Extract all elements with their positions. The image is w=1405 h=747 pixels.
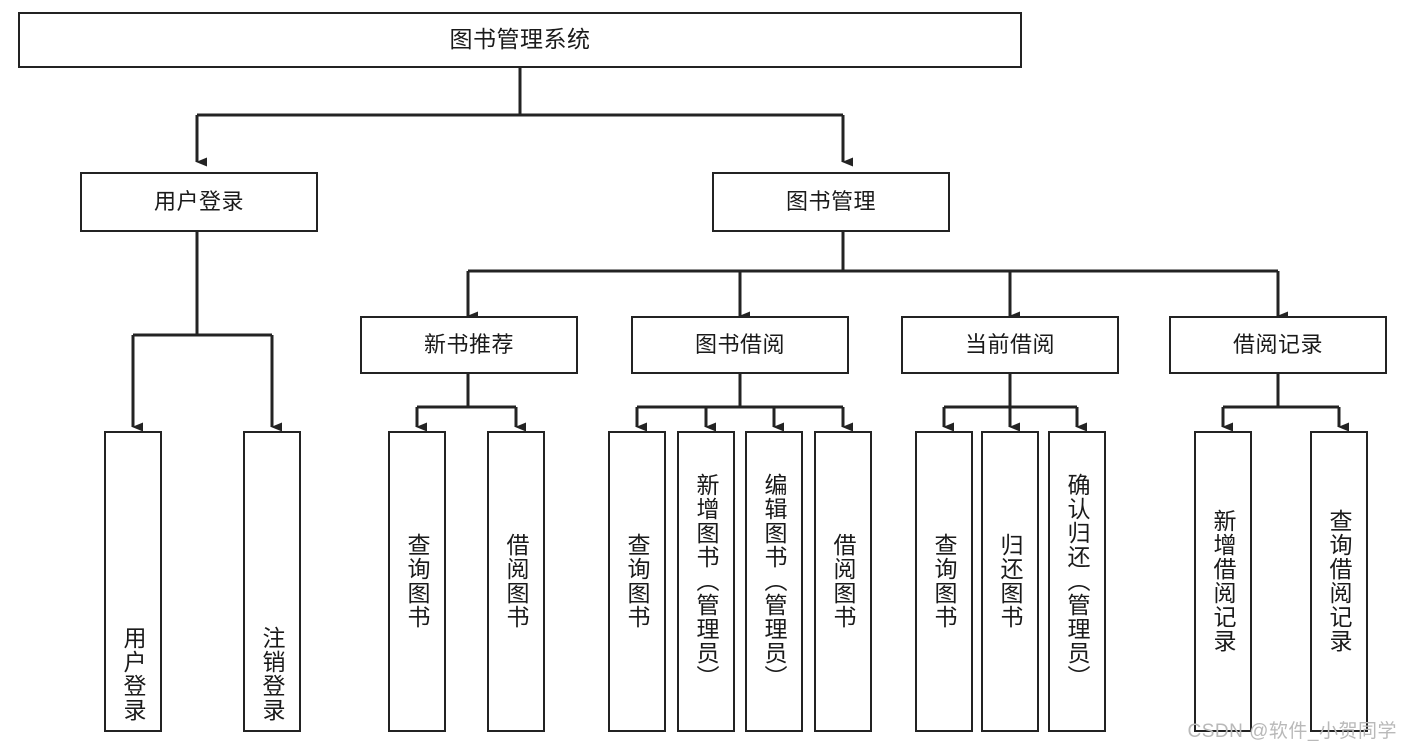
node-label: 图书管理 <box>785 188 876 214</box>
leaf-user-login-logout[interactable]: 注销登录 <box>243 431 301 732</box>
leaf-book-borrow-borrow[interactable]: 借阅图书 <box>814 431 872 732</box>
node-label: 新书推荐 <box>423 331 514 357</box>
node-label: 确认归还（管理员） <box>1064 472 1091 689</box>
node-label: 借阅图书 <box>830 532 857 629</box>
node-label: 图书借阅 <box>694 331 785 357</box>
leaf-book-borrow-add[interactable]: 新增图书（管理员） <box>677 431 735 732</box>
node-label: 编辑图书（管理员） <box>761 472 788 689</box>
leaf-new-book-borrow[interactable]: 借阅图书 <box>487 431 545 732</box>
node-label: 查询图书 <box>624 532 651 629</box>
leaf-borrow-record-add[interactable]: 新增借阅记录 <box>1194 431 1252 732</box>
node-label: 归还图书 <box>997 532 1024 629</box>
leaf-new-book-query[interactable]: 查询图书 <box>388 431 446 732</box>
node-current-borrow[interactable]: 当前借阅 <box>901 316 1119 374</box>
node-label: 用户登录 <box>153 188 244 214</box>
node-label: 查询借阅记录 <box>1326 508 1353 653</box>
leaf-book-borrow-edit[interactable]: 编辑图书（管理员） <box>745 431 803 732</box>
node-label: 新增图书（管理员） <box>693 472 720 689</box>
node-label: 查询图书 <box>931 532 958 629</box>
leaf-current-borrow-query[interactable]: 查询图书 <box>915 431 973 732</box>
node-label: 用户登录 <box>120 626 147 722</box>
node-label: 注销登录 <box>259 626 286 722</box>
node-user-login[interactable]: 用户登录 <box>80 172 318 232</box>
node-label: 图书管理系统 <box>449 26 591 53</box>
leaf-current-borrow-return[interactable]: 归还图书 <box>981 431 1039 732</box>
node-book-management[interactable]: 图书管理 <box>712 172 950 232</box>
leaf-user-login-login[interactable]: 用户登录 <box>104 431 162 732</box>
node-borrow-record[interactable]: 借阅记录 <box>1169 316 1387 374</box>
node-new-book-recommend[interactable]: 新书推荐 <box>360 316 578 374</box>
node-label: 查询图书 <box>404 532 431 629</box>
node-label: 当前借阅 <box>964 331 1055 357</box>
leaf-current-borrow-confirm-return[interactable]: 确认归还（管理员） <box>1048 431 1106 732</box>
leaf-book-borrow-query[interactable]: 查询图书 <box>608 431 666 732</box>
watermark-text: CSDN @软件_小贺同学 <box>1187 721 1397 742</box>
node-book-borrow[interactable]: 图书借阅 <box>631 316 849 374</box>
node-label: 新增借阅记录 <box>1210 508 1237 653</box>
leaf-borrow-record-query[interactable]: 查询借阅记录 <box>1310 431 1368 732</box>
node-root-system[interactable]: 图书管理系统 <box>18 12 1022 68</box>
node-label: 借阅记录 <box>1232 331 1323 357</box>
node-label: 借阅图书 <box>503 532 530 629</box>
